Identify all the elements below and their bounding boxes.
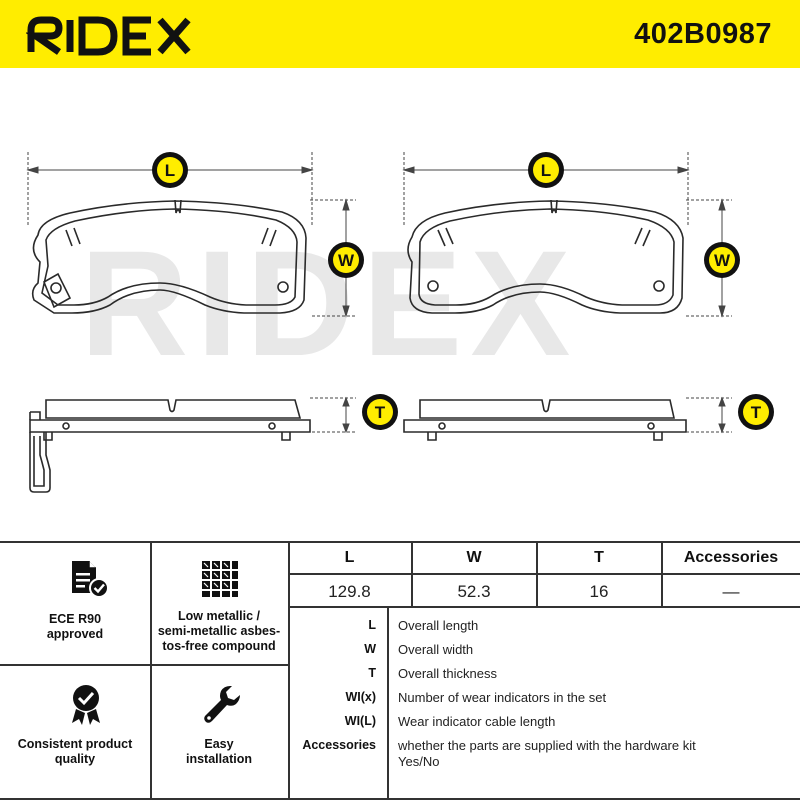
document-check-icon — [72, 561, 109, 598]
spec-value-l: 129.8 — [328, 582, 371, 601]
info-panel: ECE R90 approved Low metallic / semi-met… — [0, 541, 800, 800]
legend-key: WI(x) — [345, 690, 376, 704]
legend-key: T — [368, 666, 376, 680]
legend-key: L — [368, 618, 376, 632]
svg-text:T: T — [375, 403, 386, 422]
ridex-logo — [26, 16, 191, 56]
spec-value-accessories: — — [722, 582, 740, 601]
left-pad-top-view — [31, 199, 307, 314]
feature-compound-label: Low metallic / semi-metallic asbes- tos-… — [157, 609, 281, 653]
header-bar: 402B0987 — [0, 0, 800, 68]
left-pad-side-view — [29, 399, 311, 493]
legend-desc: Overall thickness — [398, 666, 497, 681]
wrench-icon — [204, 686, 240, 723]
legend-desc: Overall length — [398, 618, 479, 633]
feature-installation-label: Easy installation — [186, 737, 252, 766]
part-number: 402B0987 — [634, 18, 772, 50]
legend-desc: whether the parts are supplied with the … — [398, 738, 696, 769]
length-badge-right: L — [528, 152, 564, 188]
svg-text:W: W — [714, 251, 731, 270]
thickness-badge-right: T — [738, 394, 774, 430]
legend-key: W — [364, 642, 376, 656]
spec-header-t: T — [594, 549, 604, 566]
svg-text:L: L — [165, 161, 175, 180]
spec-header-w: W — [466, 549, 482, 566]
width-badge-left: W — [328, 242, 364, 278]
shield-check-icon — [72, 685, 100, 725]
feature-quality-label: Consistent product quality — [17, 737, 133, 766]
spec-value-t: 16 — [589, 582, 609, 601]
legend-key: WI(L) — [344, 714, 376, 728]
width-badge-right: W — [704, 242, 740, 278]
svg-text:W: W — [338, 251, 355, 270]
svg-text:T: T — [751, 403, 762, 422]
spec-header-accessories: Accessories — [683, 549, 779, 566]
legend-desc: Number of wear indicators in the set — [398, 690, 607, 705]
brake-pad-drawing: RIDEX — [26, 152, 774, 493]
legend-key: Accessories — [302, 738, 376, 752]
spec-header-l: L — [344, 549, 355, 566]
svg-text:L: L — [541, 161, 551, 180]
spec-value-w: 52.3 — [457, 582, 491, 601]
thickness-badge-left: T — [362, 394, 398, 430]
right-pad-side-view — [403, 399, 687, 441]
right-pad-top-view — [407, 199, 684, 314]
length-badge-left: L — [152, 152, 188, 188]
compound-grid-icon — [202, 561, 238, 597]
feature-ece-label: ECE R90 approved — [46, 612, 104, 641]
legend-desc: Overall width — [398, 642, 474, 657]
legend-desc: Wear indicator cable length — [398, 714, 556, 729]
watermark: RIDEX — [80, 219, 578, 387]
